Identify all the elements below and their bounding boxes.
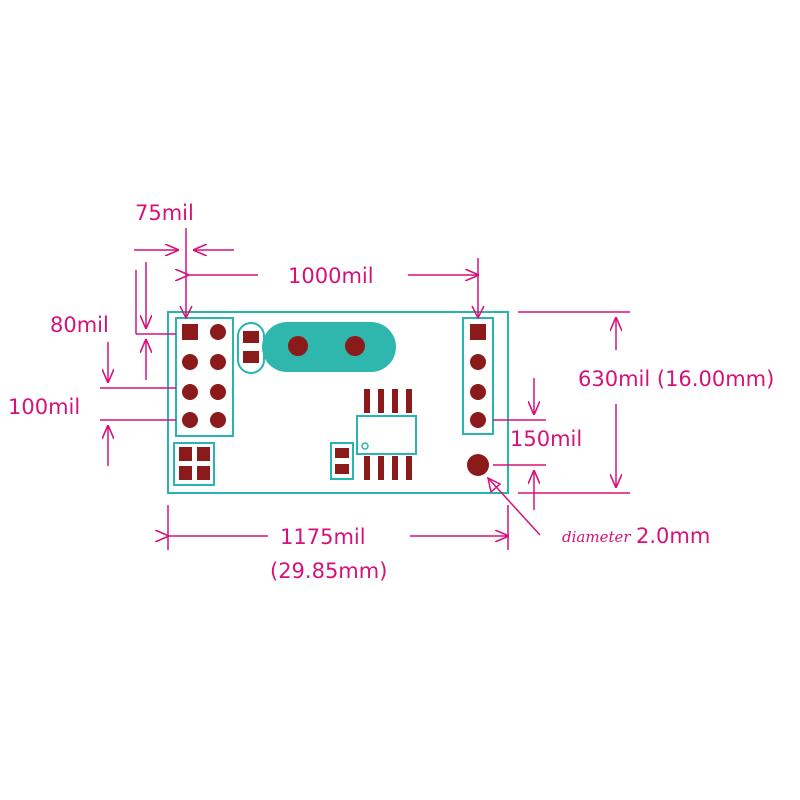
crystal-body [262, 322, 396, 372]
ic-pin-bottom [392, 456, 398, 480]
smd-quad-pad [179, 466, 192, 480]
smd-quad-outline [173, 442, 215, 486]
small-component-outline [237, 322, 265, 374]
left-header-pin [210, 412, 226, 428]
dim-label-100mil: 100mil [8, 395, 80, 419]
smd-quad-pad [179, 447, 192, 461]
small-component-pad [243, 351, 259, 363]
left-header-pin [182, 412, 198, 428]
ic-pin-top [378, 389, 384, 413]
smd-cap-outline [330, 442, 354, 480]
dim-label-80mil: 80mil [50, 313, 109, 337]
smd-cap-pad [335, 464, 349, 474]
right-header-pin [470, 384, 486, 400]
dim-label-29-85mm: (29.85mm) [270, 559, 387, 583]
ic-pin-top [364, 389, 370, 413]
dim-label-150mil: 150mil [510, 427, 582, 451]
dim-label-diameter: diameter [562, 528, 631, 546]
dim-label-1175mil: 1175mil [280, 525, 366, 549]
mounting-hole [467, 454, 489, 476]
board-outline [167, 311, 509, 494]
right-header-pin-1 [470, 324, 486, 340]
left-header-pin [182, 384, 198, 400]
dimension-lines [100, 228, 630, 550]
left-header-pin [210, 354, 226, 370]
crystal-pad [345, 336, 365, 356]
ic-pin-bottom [406, 456, 412, 480]
smd-quad-pad [197, 466, 210, 480]
left-header-pin [210, 324, 226, 340]
right-header-pin [470, 412, 486, 428]
ic-pin1-marker [361, 442, 369, 450]
right-header-pin [470, 354, 486, 370]
smd-quad-pad [197, 447, 210, 461]
left-header-pin [182, 354, 198, 370]
ic-pin-bottom [364, 456, 370, 480]
dim-label-2-0mm: 2.0mm [636, 524, 710, 548]
small-component-pad [243, 331, 259, 343]
crystal-pad [288, 336, 308, 356]
dim-label-1000mil: 1000mil [288, 264, 374, 288]
ic-pin-bottom [378, 456, 384, 480]
left-header-outline [175, 317, 234, 437]
ic-pin-top [392, 389, 398, 413]
left-header-pin [210, 384, 226, 400]
smd-cap-pad [335, 448, 349, 458]
dim-label-630mil: 630mil (16.00mm) [578, 367, 774, 391]
left-header-pin-1 [182, 324, 198, 340]
dim-label-75mil: 75mil [135, 201, 194, 225]
ic-pin-top [406, 389, 412, 413]
